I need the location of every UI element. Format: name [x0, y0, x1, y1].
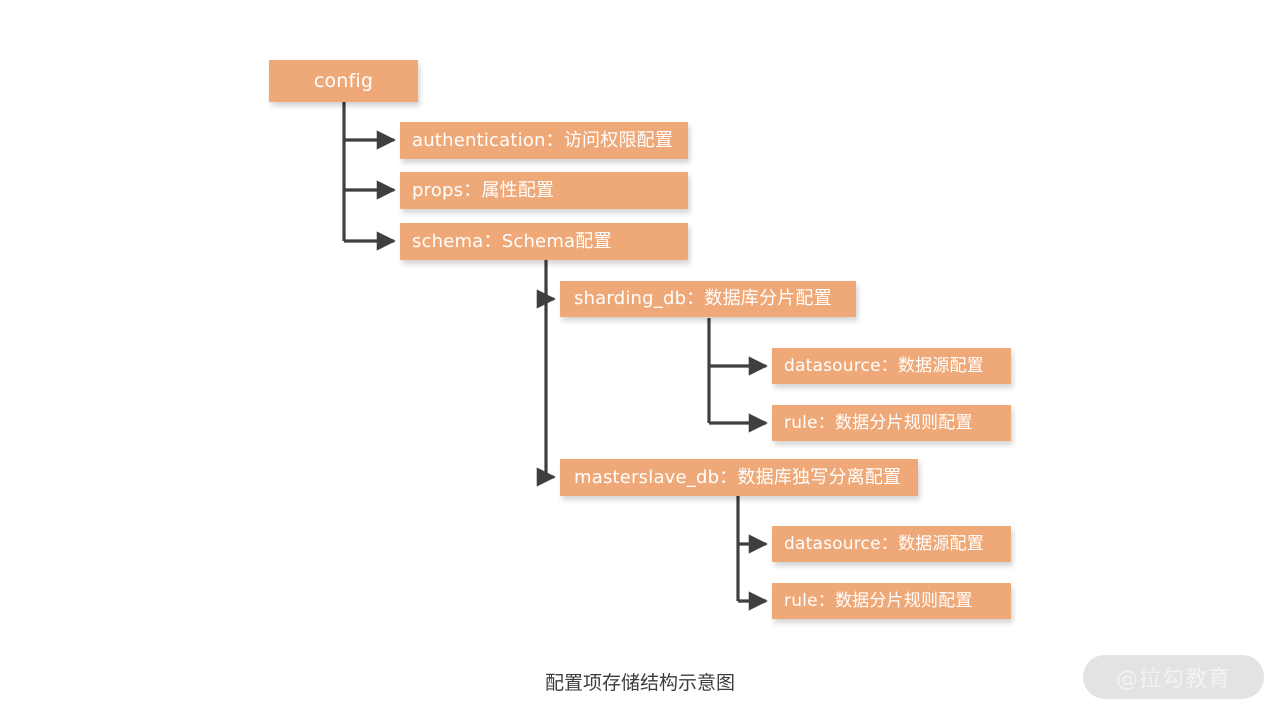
node-schema-label: schema：Schema配置	[412, 230, 612, 252]
node-sharding-db-label: sharding_db：数据库分片配置	[574, 288, 832, 309]
node-sharding-db[interactable]: sharding_db：数据库分片配置	[560, 281, 856, 317]
node-sharding-datasource-label: datasource：数据源配置	[784, 355, 984, 376]
node-authentication-label: authentication：访问权限配置	[412, 129, 674, 151]
node-masterslave-datasource[interactable]: datasource：数据源配置	[772, 526, 1011, 562]
diagram-caption: 配置项存储结构示意图	[544, 672, 735, 694]
node-schema[interactable]: schema：Schema配置	[400, 223, 688, 260]
watermark-text: @拉勾教育	[1115, 667, 1231, 692]
node-authentication[interactable]: authentication：访问权限配置	[400, 122, 688, 159]
node-config[interactable]: config	[269, 60, 418, 102]
node-config-label: config	[313, 69, 374, 92]
node-props-label: props：属性配置	[412, 179, 555, 201]
node-props[interactable]: props：属性配置	[400, 172, 688, 209]
node-sharding-datasource[interactable]: datasource：数据源配置	[772, 348, 1011, 384]
node-sharding-rule[interactable]: rule：数据分片规则配置	[772, 405, 1011, 441]
watermark-badge: @拉勾教育	[1083, 655, 1264, 699]
node-masterslave-db-label: masterslave_db：数据库独写分离配置	[574, 466, 902, 488]
node-masterslave-datasource-label: datasource：数据源配置	[784, 533, 984, 554]
node-masterslave-rule-label: rule：数据分片规则配置	[784, 590, 973, 611]
node-masterslave-rule[interactable]: rule：数据分片规则配置	[772, 583, 1011, 619]
node-masterslave-db[interactable]: masterslave_db：数据库独写分离配置	[560, 459, 918, 496]
node-sharding-rule-label: rule：数据分片规则配置	[784, 412, 973, 433]
